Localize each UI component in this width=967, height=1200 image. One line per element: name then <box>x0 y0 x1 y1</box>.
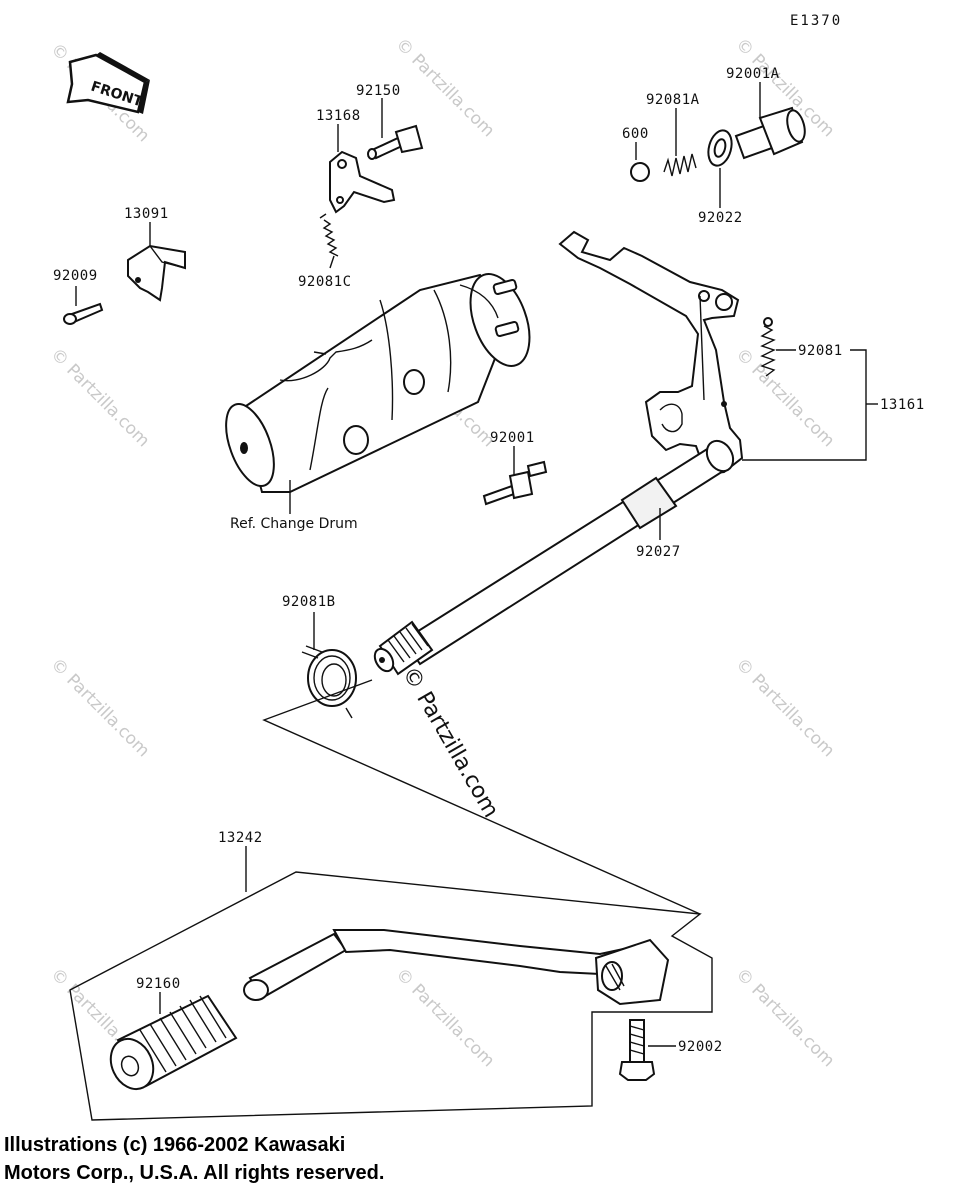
callout-92081C: 92081C <box>298 274 352 290</box>
part-13161-shift-arm <box>558 230 744 476</box>
front-arrow-icon: FRONT <box>66 52 150 114</box>
diagram-code: E1370 <box>790 13 842 29</box>
callout-92150: 92150 <box>356 83 401 99</box>
leader-92081C <box>329 255 335 269</box>
watermark: © Partzilla.com <box>46 344 153 451</box>
part-600-ball <box>630 162 650 182</box>
ref-change-drum: Ref. Change Drum <box>230 516 358 532</box>
part-13242-shift-pedal <box>243 929 670 1006</box>
bracket-13161 <box>742 349 867 461</box>
watermark: © Partzilla.com <box>391 964 498 1071</box>
part-92081-spring <box>760 317 776 377</box>
copyright-line-2: Motors Corp., U.S.A. All rights reserved… <box>4 1162 385 1184</box>
copyright-line-1: Illustrations (c) 1966-2002 Kawasaki <box>4 1134 346 1156</box>
callout-92160: 92160 <box>136 976 181 992</box>
watermark: © Partzilla.com <box>391 34 498 141</box>
bracket-13242 <box>69 871 713 1121</box>
callout-13161: 13161 <box>880 397 925 413</box>
callout-13091: 13091 <box>124 206 169 222</box>
callout-92001A: 92001A <box>726 66 780 82</box>
callout-92081A: 92081A <box>646 92 700 108</box>
callout-92027: 92027 <box>636 544 681 560</box>
part-13091-bracket <box>127 244 186 302</box>
part-92002-bolt <box>618 1019 656 1081</box>
part-92001-stud <box>482 460 548 506</box>
watermark: © Partzilla.com <box>731 964 838 1071</box>
part-92150-bolt <box>367 124 424 160</box>
watermark: © Partzilla.com <box>731 344 838 451</box>
part-92160-rubber <box>109 994 238 1091</box>
callout-92001: 92001 <box>490 430 535 446</box>
part-92001A-plug <box>734 106 806 160</box>
watermark: © Partzilla.com <box>46 654 153 761</box>
part-13168-plate <box>329 150 396 214</box>
callout-13168: 13168 <box>316 108 361 124</box>
part-92081B-spring <box>301 645 357 719</box>
callout-92002: 92002 <box>678 1039 723 1055</box>
part-92009-screw <box>63 302 104 325</box>
callout-600: 600 <box>622 126 649 142</box>
callout-92022: 92022 <box>698 210 743 226</box>
callout-92081: 92081 <box>798 343 843 359</box>
part-92081A-spring <box>663 153 697 177</box>
part-92027-shaft <box>373 439 735 676</box>
part-92022-washer <box>707 129 733 167</box>
callout-92081B: 92081B <box>282 594 336 610</box>
connection-line <box>262 679 701 915</box>
callout-13242: 13242 <box>218 830 263 846</box>
part-92081C-spring <box>319 213 339 257</box>
change-drum <box>225 273 531 493</box>
watermark-center: © Partzilla.com <box>397 663 504 823</box>
callout-92009: 92009 <box>53 268 98 284</box>
watermark: © Partzilla.com <box>731 654 838 761</box>
